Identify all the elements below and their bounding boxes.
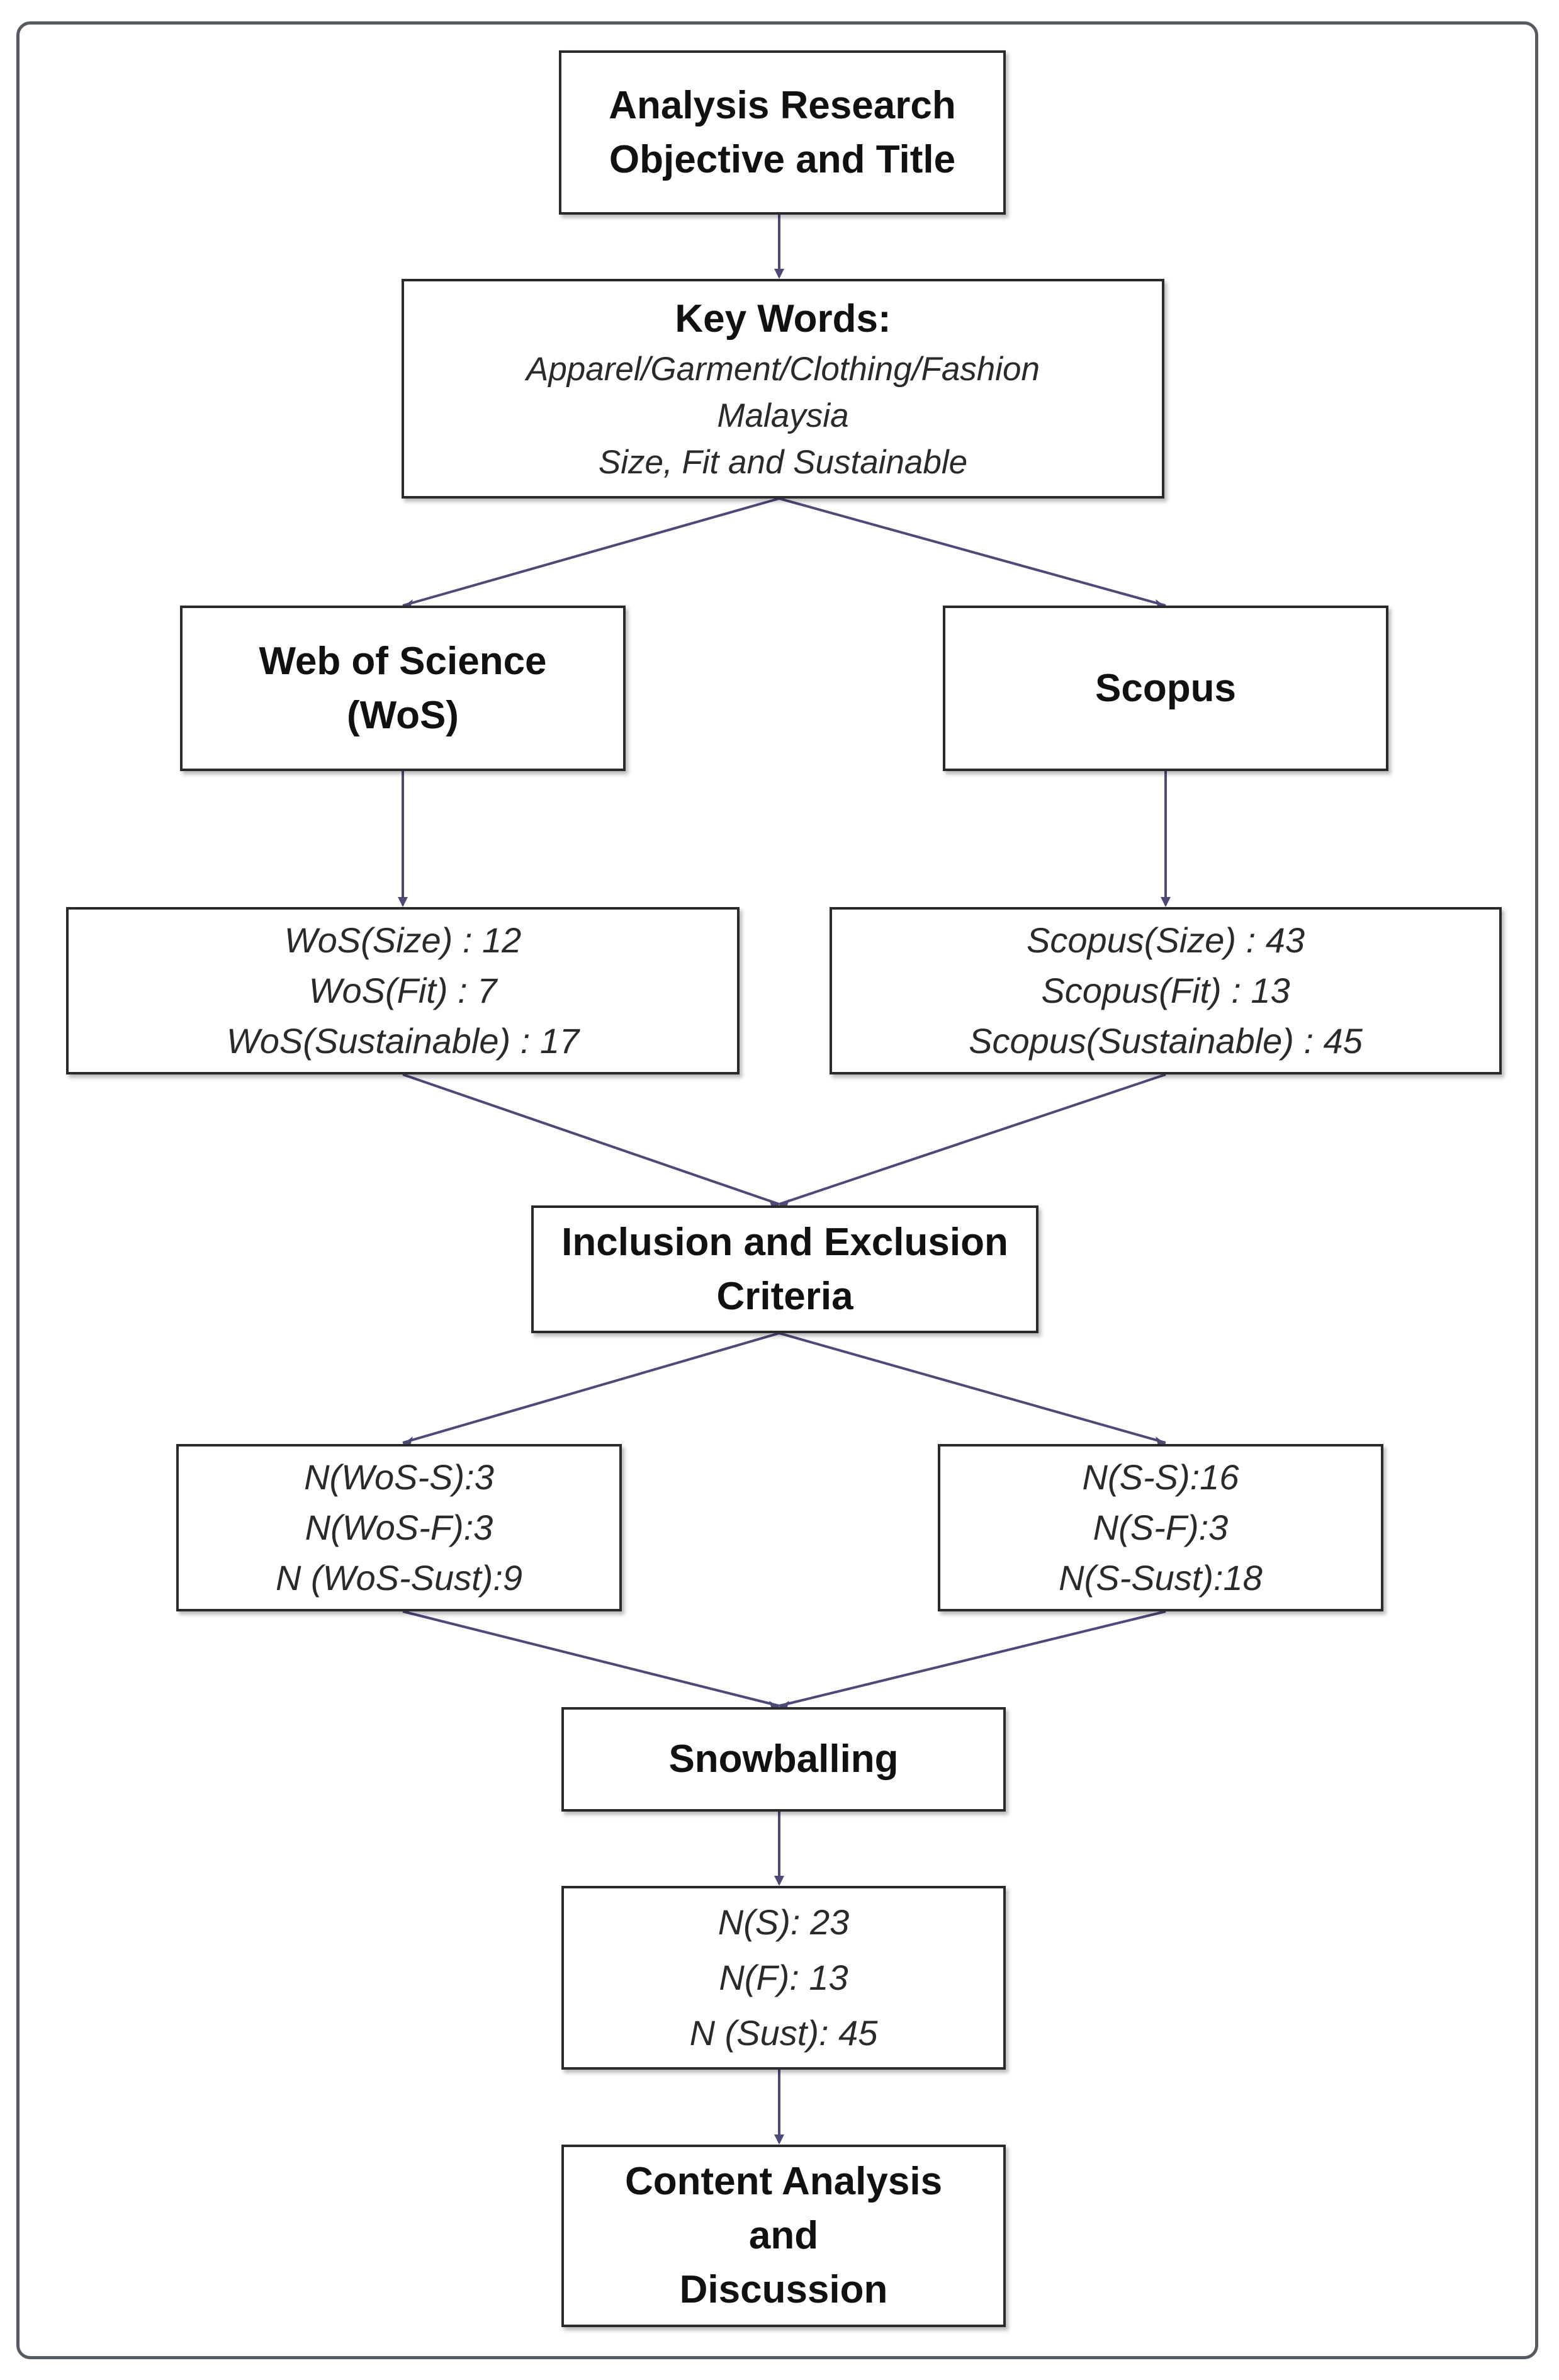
- keywords-title: Key Words:: [675, 296, 891, 341]
- wos-filtered-size: N(WoS-S):3: [304, 1457, 494, 1497]
- content-analysis-line-1: Content Analysis: [624, 2160, 943, 2203]
- snowballing-label: Snowballing: [668, 1737, 899, 1781]
- scopus-size-count: Scopus(Size) : 43: [1027, 920, 1305, 960]
- scopus-counts-box: Scopus(Size) : 43 Scopus(Fit) : 13 Scopu…: [830, 907, 1502, 1074]
- arrow-keywords-to-scopus: [779, 497, 1166, 607]
- wos-line-1: Web of Science: [259, 639, 547, 683]
- arrowhead: [774, 1876, 784, 1886]
- scopus-sustainable-count: Scopus(Sustainable) : 45: [969, 1021, 1363, 1061]
- wos-counts-box: WoS(Size) : 12 WoS(Fit) : 7 WoS(Sustaina…: [66, 907, 740, 1074]
- arrow-criteria-to-scopus-filtered: [779, 1332, 1166, 1444]
- wos-filtered-sust: N (WoS-Sust):9: [275, 1558, 523, 1598]
- scopus-fit-count: Scopus(Fit) : 13: [1041, 971, 1290, 1010]
- snowballing-box: Snowballing: [561, 1707, 1006, 1812]
- keywords-line-1: Apparel/Garment/Clothing/Fashion: [526, 350, 1040, 388]
- final-size-count: N(S): 23: [718, 1902, 850, 1942]
- diagram-frame: [16, 21, 1538, 2359]
- content-analysis-box: Content Analysis and Discussion: [561, 2145, 1006, 2327]
- arrowhead: [769, 1701, 779, 1709]
- arrow-scopus-counts-to-criteria: [779, 1073, 1166, 1205]
- keywords-line-3: Size, Fit and Sustainable: [598, 443, 968, 481]
- arrow-wos-filtered-to-snowballing: [402, 1610, 780, 1707]
- scopus-filtered-size: N(S-S):16: [1082, 1457, 1239, 1497]
- final-fit-count: N(F): 13: [719, 1958, 848, 1997]
- keywords-box: Key Words: Apparel/Garment/Clothing/Fash…: [402, 279, 1164, 499]
- arrowhead: [769, 1199, 779, 1207]
- arrowhead: [779, 1199, 789, 1207]
- arrow-criteria-to-wos-filtered: [402, 1332, 780, 1444]
- criteria-line-2: Criteria: [716, 1274, 853, 1318]
- scopus-label: Scopus: [1095, 666, 1236, 710]
- wos-filtered-fit: N(WoS-F):3: [305, 1508, 493, 1547]
- scopus-filtered-fit: N(S-F):3: [1093, 1508, 1229, 1547]
- keywords-line-2: Malaysia: [717, 397, 849, 434]
- content-analysis-line-3: Discussion: [679, 2268, 888, 2311]
- final-counts-box: N(S): 23 N(F): 13 N (Sust): 45: [561, 1886, 1006, 2070]
- wos-sustainable-count: WoS(Sustainable) : 17: [226, 1021, 580, 1061]
- final-sust-count: N (Sust): 45: [689, 2013, 878, 2053]
- criteria-box: Inclusion and Exclusion Criteria: [531, 1205, 1038, 1333]
- arrowhead: [398, 897, 408, 907]
- wos-fit-count: WoS(Fit) : 7: [308, 971, 497, 1010]
- arrow-scopus-filtered-to-snowballing: [779, 1610, 1166, 1707]
- scopus-filtered-box: N(S-S):16 N(S-F):3 N(S-Sust):18: [938, 1444, 1383, 1611]
- scopus-box: Scopus: [943, 606, 1388, 771]
- scopus-filtered-sust: N(S-Sust):18: [1059, 1558, 1263, 1598]
- content-analysis-line-2: and: [748, 2214, 819, 2257]
- arrowhead: [1156, 1436, 1166, 1445]
- arrow-wos-counts-to-criteria: [402, 1073, 780, 1205]
- arrowhead: [774, 2135, 784, 2145]
- wos-size-count: WoS(Size) : 12: [284, 920, 522, 960]
- arrowhead: [779, 1701, 789, 1709]
- wos-line-2: (WoS): [347, 693, 459, 737]
- arrow-keywords-to-wos: [402, 497, 780, 607]
- arrowhead: [1161, 897, 1171, 907]
- wos-box: Web of Science (WoS): [180, 606, 626, 771]
- wos-filtered-box: N(WoS-S):3 N(WoS-F):3 N (WoS-Sust):9: [176, 1444, 622, 1611]
- objective-line-1: Analysis Research: [609, 83, 956, 127]
- objective-box: Analysis Research Objective and Title: [559, 50, 1006, 215]
- arrowhead: [774, 269, 784, 279]
- objective-line-2: Objective and Title: [609, 137, 956, 181]
- arrowhead: [403, 1436, 413, 1445]
- criteria-line-1: Inclusion and Exclusion: [561, 1220, 1008, 1264]
